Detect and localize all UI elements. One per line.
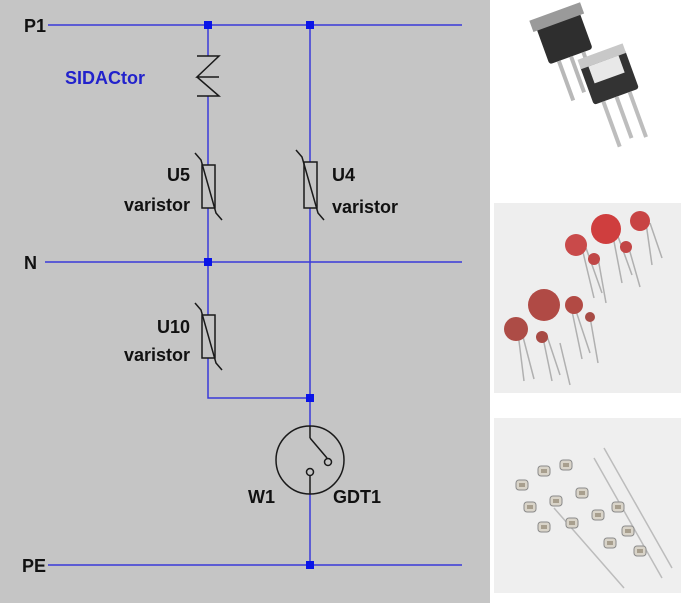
u10-type-label: varistor	[124, 345, 190, 365]
u4-ref-label: U4	[332, 165, 355, 185]
varistor-components-photo	[494, 203, 681, 393]
circuit-schematic: P1 N PE SIDACtor U5 varistor U4 varistor…	[0, 0, 490, 603]
pe-net-label: PE	[22, 556, 46, 576]
node-p1-right	[306, 21, 314, 29]
node-p1-left	[204, 21, 212, 29]
gdt-components-photo	[494, 418, 681, 593]
gdt-symbol	[275, 425, 345, 495]
u4-type-label: varistor	[332, 197, 398, 217]
u5-type-label: varistor	[124, 195, 190, 215]
u5-ref-label: U5	[167, 165, 190, 185]
sidactor-symbol	[195, 55, 222, 97]
node-n-left	[204, 258, 212, 266]
gdt1-label: GDT1	[333, 487, 381, 507]
p1-net-label: P1	[24, 16, 46, 36]
sidactor-components-photo	[494, 0, 681, 190]
u5-varistor-symbol	[194, 152, 223, 221]
node-pe-right	[306, 561, 314, 569]
u10-ref-label: U10	[157, 317, 190, 337]
w1-label: W1	[248, 487, 275, 507]
left-branch-wire-bottom	[207, 358, 310, 399]
schematic-panel	[0, 0, 490, 603]
u4-varistor-symbol	[295, 149, 325, 221]
n-net-label: N	[24, 253, 37, 273]
u10-varistor-symbol	[194, 302, 223, 371]
sidactor-label: SIDACtor	[65, 68, 145, 88]
node-junction-right	[306, 394, 314, 402]
